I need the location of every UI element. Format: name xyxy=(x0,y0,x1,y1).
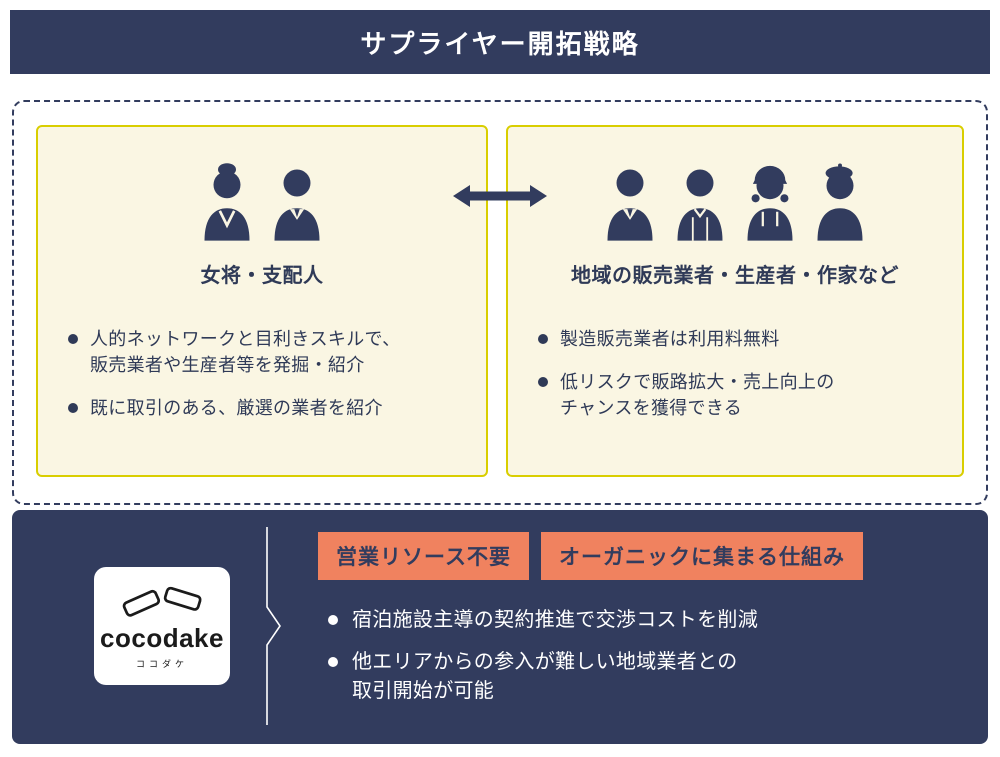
suppliers-icons-row xyxy=(508,159,962,243)
manager-man-icon xyxy=(274,169,320,241)
bullet-text: 製造販売業者は利用料無料 xyxy=(560,329,780,349)
cocodake-logo-card: cocodake ココダケ xyxy=(94,567,230,685)
innkeeper-card: 女将・支配人 人的ネットワークと目利きスキルで、 販売業者や生産者等を発掘・紹介… xyxy=(36,125,488,477)
bullet-dot xyxy=(328,615,338,625)
bullet-text: 人的ネットワークと目利きスキルで、 販売業者や生産者等を発掘・紹介 xyxy=(90,329,401,376)
list-item: 人的ネットワークと目利きスキルで、 販売業者や生産者等を発掘・紹介 xyxy=(68,326,464,378)
bullet-dot xyxy=(538,377,548,388)
logo-wordmark: cocodake xyxy=(100,622,224,653)
badge-no-sales-resources: 営業リソース不要 xyxy=(318,532,529,580)
list-item: 他エリアからの参入が難しい地域業者との 取引開始が可能 xyxy=(328,648,758,706)
cocodake-footer: cocodake ココダケ 営業リソース不要 オーガニックに集まる仕組み 宿泊施… xyxy=(12,510,988,744)
bullet-dot xyxy=(68,334,78,344)
bullet-text: 既に取引のある、厳選の業者を紹介 xyxy=(90,398,383,419)
list-item: 既に取引のある、厳選の業者を紹介 xyxy=(68,395,464,421)
bidirectional-arrow-icon xyxy=(453,185,547,207)
chevron-divider-icon xyxy=(266,527,281,725)
bullet-dot xyxy=(68,403,78,414)
list-item: 宿泊施設主導の契約推進で交渉コストを削減 xyxy=(328,606,758,635)
list-item: 低リスクで販路拡大・売上向上の チャンスを獲得できる xyxy=(538,369,940,421)
innkeeper-bullet-list: 人的ネットワークと目利きスキルで、 販売業者や生産者等を発掘・紹介 既に取引のあ… xyxy=(38,326,486,421)
bullet-dot xyxy=(328,657,338,667)
innkeeper-card-title: 女将・支配人 xyxy=(200,265,324,287)
footer-bullet-list: 宿泊施設主導の契約推進で交渉コストを削減 他エリアからの参入が難しい地域業者との… xyxy=(328,606,758,706)
farmer-woman-icon xyxy=(747,165,793,241)
suppliers-card: 地域の販売業者・生産者・作家など 製造販売業者は利用料無料 低リスクで販路拡大・… xyxy=(506,125,964,477)
list-item: 製造販売業者は利用料無料 xyxy=(538,326,940,352)
badge-organic-gathering: オーガニックに集まる仕組み xyxy=(540,532,863,580)
bullet-dot xyxy=(538,334,548,344)
two-tilted-tags-icon xyxy=(122,586,202,617)
logo-katakana: ココダケ xyxy=(135,658,188,669)
suppliers-card-title: 地域の販売業者・生産者・作家など xyxy=(571,265,899,287)
innkeeper-icons-row xyxy=(38,159,486,243)
benefit-badges-row: 営業リソース不要 オーガニックに集まる仕組み xyxy=(318,532,863,580)
bullet-text: 宿泊施設主導の契約推進で交渉コストを削減 xyxy=(352,609,758,631)
staff-man-icon xyxy=(677,169,723,241)
artist-man-icon xyxy=(817,163,863,241)
okami-woman-icon xyxy=(204,163,250,241)
title-bar: サプライヤー開拓戦略 xyxy=(10,10,990,74)
suppliers-bullet-list: 製造販売業者は利用料無料 低リスクで販路拡大・売上向上の チャンスを獲得できる xyxy=(508,326,962,421)
page-title: サプライヤー開拓戦略 xyxy=(360,28,640,59)
bullet-text: 他エリアからの参入が難しい地域業者との 取引開始が可能 xyxy=(352,651,738,702)
bullet-text: 低リスクで販路拡大・売上向上の チャンスを獲得できる xyxy=(560,372,835,419)
businessman-icon xyxy=(607,169,653,241)
